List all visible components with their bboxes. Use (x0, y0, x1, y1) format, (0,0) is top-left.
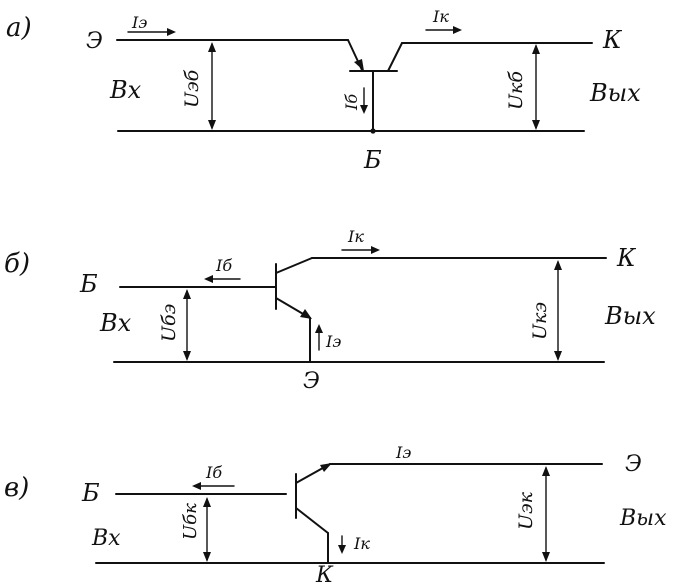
panel-a-collector-label: К (602, 26, 623, 54)
panel-a-input-voltage-label: Uэб (181, 69, 203, 108)
panel-a-output-voltage-arrow-icon (532, 44, 540, 54)
panel-c-input-voltage-arrow-icon (203, 497, 211, 507)
panel-c-output-voltage-label: Uэк (515, 491, 537, 530)
panel-b-emitter-arrow-icon (300, 309, 312, 319)
panel-c: в) Б Э К Вх Вых Uбк Uэк Iб Iэ Iк (4, 443, 667, 585)
panel-c-collector-current-label: Iк (353, 534, 370, 553)
panel-b-output-voltage-label: Uкэ (529, 302, 551, 340)
panel-a-emitter-current-arrow-icon (167, 28, 176, 36)
panel-c-emitter-arrow-icon (320, 463, 332, 472)
panel-a-output-voltage-label: Uкб (505, 71, 527, 110)
panel-b-input-label: Вх (99, 309, 132, 337)
panel-a-collector-current-arrow-icon (453, 26, 462, 34)
panel-b-collector-label: К (616, 244, 637, 272)
panel-c-collector-lead (295, 507, 329, 534)
panel-c-output-voltage-arrow-icon (542, 552, 550, 562)
panel-a-output-voltage-arrow-icon (532, 120, 540, 130)
panel-b-output-voltage-arrow-icon (554, 260, 562, 270)
panel-a-base-current-label: Iб (342, 94, 361, 111)
panel-c-base-current-arrow-icon (192, 482, 201, 490)
panel-a-input-voltage-arrow-icon (208, 42, 216, 52)
panel-b-tag: б) (4, 249, 30, 279)
panel-a-emitter-current-label: Iэ (131, 13, 147, 32)
panel-a-input-voltage-arrow-icon (208, 120, 216, 130)
panel-c-input-voltage-label: Uбк (180, 503, 201, 540)
panel-b-base-current-label: Iб (215, 256, 232, 275)
panel-a: а) Э К Б Вх Вых Uэб Uкб Iэ Iк Iб (6, 7, 641, 174)
panel-b-output-voltage-arrow-icon (554, 351, 562, 361)
panel-c-collector-label: К (315, 563, 334, 585)
panel-b-collector-lead (275, 257, 313, 274)
panel-a-input-label: Вх (109, 76, 142, 104)
panel-b-emitter-current-label: Iэ (325, 332, 341, 351)
panel-b-base-current-arrow-icon (204, 275, 213, 283)
panel-b-emitter-current-arrow-icon (315, 324, 323, 333)
panel-c-collector-current-arrow-icon (338, 545, 346, 554)
panel-b: б) Б К Э Вх Вых Uбэ Uкэ Iб Iк Iэ (4, 227, 656, 394)
panel-c-output-voltage-arrow-icon (542, 466, 550, 476)
panel-b-base-label: Б (79, 270, 98, 298)
panel-a-tag: а) (6, 13, 32, 43)
panel-b-collector-current-label: Iк (347, 227, 364, 246)
panel-c-tag: в) (4, 473, 29, 503)
panel-c-input-label: Вх (91, 526, 121, 551)
panel-a-collector-current-label: Iк (432, 7, 449, 26)
panel-c-base-current-label: Iб (205, 463, 222, 482)
panel-c-base-label: Б (81, 479, 100, 507)
panel-b-input-voltage-arrow-icon (183, 351, 191, 361)
panel-a-collector-lead (387, 42, 403, 72)
panel-a-emitter-arrow-icon (354, 59, 364, 71)
panel-c-emitter-current-label: Iэ (395, 443, 411, 462)
panel-c-output-label: Вых (619, 506, 667, 531)
panel-c-emitter-label: Э (625, 452, 642, 477)
panel-b-output-label: Вых (604, 302, 656, 330)
panel-b-input-voltage-label: Uбэ (158, 304, 180, 342)
panel-b-emitter-label: Э (303, 369, 320, 394)
panel-b-input-voltage-arrow-icon (183, 289, 191, 299)
panel-a-output-label: Вых (589, 79, 641, 107)
panel-a-base-label: Б (363, 146, 382, 174)
panel-c-input-voltage-arrow-icon (203, 552, 211, 562)
panel-a-emitter-label: Э (86, 29, 103, 54)
panel-a-base-current-arrow-icon (360, 105, 368, 114)
panel-b-collector-current-arrow-icon (371, 246, 380, 254)
